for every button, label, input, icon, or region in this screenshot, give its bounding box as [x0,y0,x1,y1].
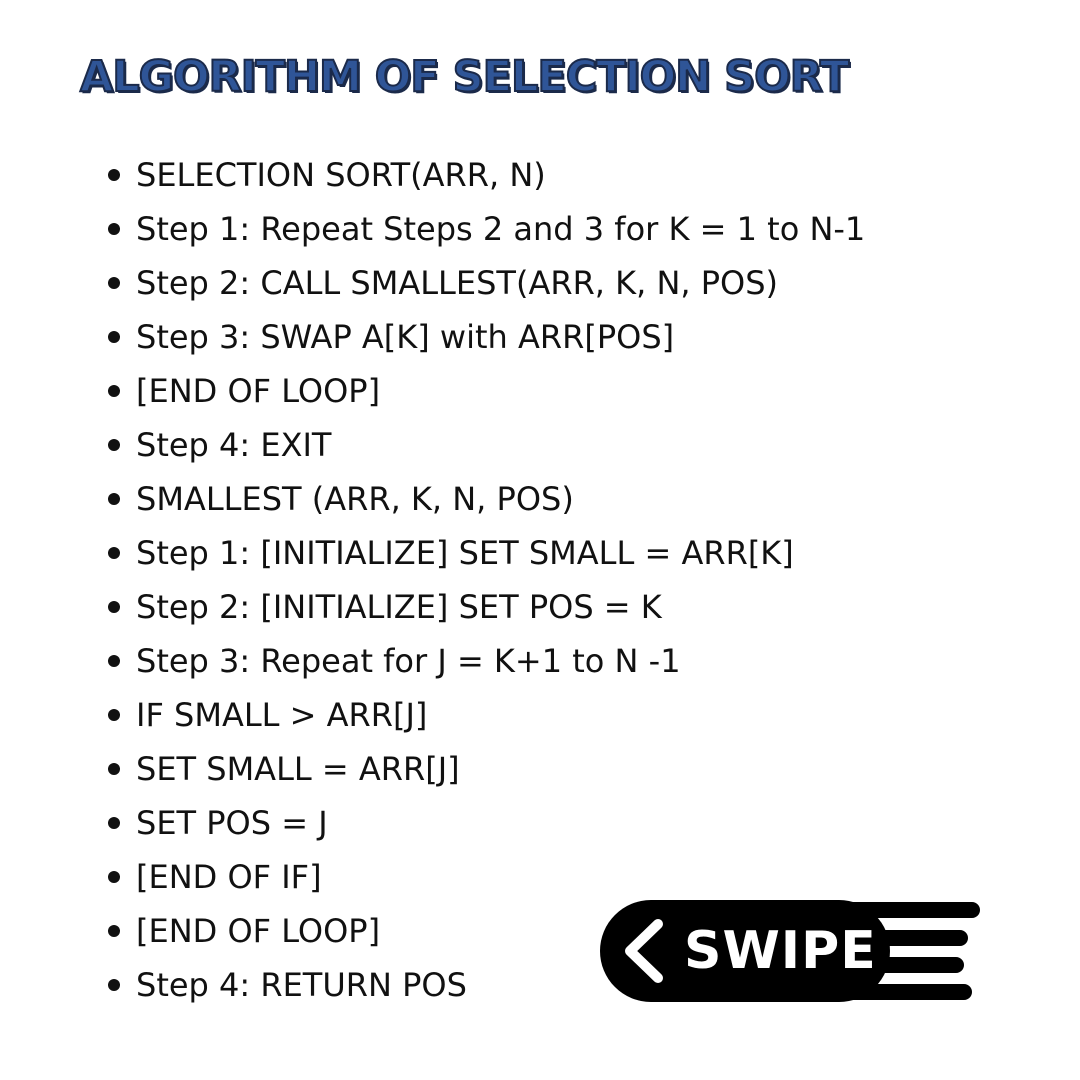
speed-line [844,902,980,918]
bullet-icon [108,493,120,505]
list-item: SET SMALL = ARR[J] [108,742,865,796]
algorithm-steps-list: SELECTION SORT(ARR, N) Step 1: Repeat St… [108,148,865,1012]
bullet-icon [108,223,120,235]
swipe-label: SWIPE [684,921,877,981]
list-item: Step 4: EXIT [108,418,865,472]
bullet-icon [108,979,120,991]
step-text: Step 2: [INITIALIZE] SET POS = K [136,588,662,626]
list-item: Step 2: [INITIALIZE] SET POS = K [108,580,865,634]
speed-line [852,957,964,973]
list-item: IF SMALL > ARR[J] [108,688,865,742]
step-text: SET SMALL = ARR[J] [136,750,460,788]
page-title: ALGORITHM OF SELECTION SORT [79,51,850,103]
step-text: SMALLEST (ARR, K, N, POS) [136,480,574,518]
bullet-icon [108,277,120,289]
list-item: Step 3: Repeat for J = K+1 to N -1 [108,634,865,688]
step-text: IF SMALL > ARR[J] [136,696,428,734]
list-item: Step 3: SWAP A[K] with ARR[POS] [108,310,865,364]
step-text: Step 2: CALL SMALLEST(ARR, K, N, POS) [136,264,779,302]
speed-line [858,930,968,946]
list-item: Step 2: CALL SMALLEST(ARR, K, N, POS) [108,256,865,310]
bullet-icon [108,547,120,559]
step-text: Step 4: RETURN POS [136,966,467,1004]
step-text: Step 4: EXIT [136,426,332,464]
swipe-button[interactable]: SWIPE [600,900,980,1002]
bullet-icon [108,169,120,181]
list-item: SET POS = J [108,796,865,850]
list-item: Step 1: [INITIALIZE] SET SMALL = ARR[K] [108,526,865,580]
step-text: [END OF LOOP] [136,912,381,950]
bullet-icon [108,655,120,667]
list-item: Step 1: Repeat Steps 2 and 3 for K = 1 t… [108,202,865,256]
step-text: Step 3: Repeat for J = K+1 to N -1 [136,642,681,680]
bullet-icon [108,925,120,937]
chevron-left-icon [625,919,663,983]
step-text: Step 3: SWAP A[K] with ARR[POS] [136,318,675,356]
list-item: [END OF LOOP] [108,364,865,418]
step-text: SET POS = J [136,804,328,842]
list-item: [END OF LOOP] [108,904,865,958]
list-item: SELECTION SORT(ARR, N) [108,148,865,202]
step-text: Step 1: Repeat Steps 2 and 3 for K = 1 t… [136,210,866,248]
speed-line [838,984,972,1000]
bullet-icon [108,871,120,883]
step-text: Step 1: [INITIALIZE] SET SMALL = ARR[K] [136,534,794,572]
bullet-icon [108,817,120,829]
step-text: [END OF LOOP] [136,372,381,410]
list-item: [END OF IF] [108,850,865,904]
list-item: SMALLEST (ARR, K, N, POS) [108,472,865,526]
list-item: Step 4: RETURN POS [108,958,865,1012]
bullet-icon [108,763,120,775]
bullet-icon [108,439,120,451]
bullet-icon [108,331,120,343]
step-text: SELECTION SORT(ARR, N) [136,156,546,194]
bullet-icon [108,601,120,613]
bullet-icon [108,709,120,721]
bullet-icon [108,385,120,397]
step-text: [END OF IF] [136,858,322,896]
